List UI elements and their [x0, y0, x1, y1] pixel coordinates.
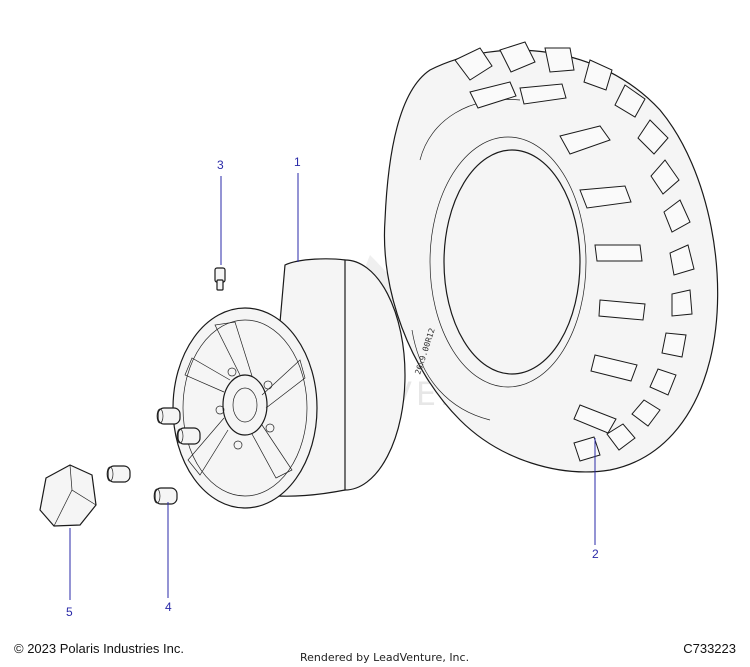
tire-tread — [454, 41, 695, 462]
lug-nut-1[interactable] — [156, 407, 181, 425]
callout-3: 3 — [217, 158, 224, 172]
callout-1: 1 — [294, 155, 301, 169]
tire[interactable]: 26x9.00R12 — [383, 41, 719, 473]
valve-stem[interactable] — [214, 267, 226, 291]
callout-5: 5 — [66, 605, 73, 619]
lug-nuts[interactable] — [106, 407, 201, 505]
diagram-id: C733223 — [683, 641, 736, 656]
copyright-text: © 2023 Polaris Industries Inc. — [14, 641, 184, 656]
callout-4: 4 — [165, 600, 172, 614]
wheel-rim[interactable] — [172, 258, 406, 509]
lug-nut-3[interactable] — [106, 465, 131, 483]
lug-nut-4[interactable] — [153, 487, 178, 505]
rendered-by-text: Rendered by LeadVenture, Inc. — [300, 651, 470, 664]
leader-lines — [69, 173, 596, 600]
center-cap[interactable] — [39, 464, 97, 527]
callout-2: 2 — [592, 547, 599, 561]
lug-nut-2[interactable] — [176, 427, 201, 445]
